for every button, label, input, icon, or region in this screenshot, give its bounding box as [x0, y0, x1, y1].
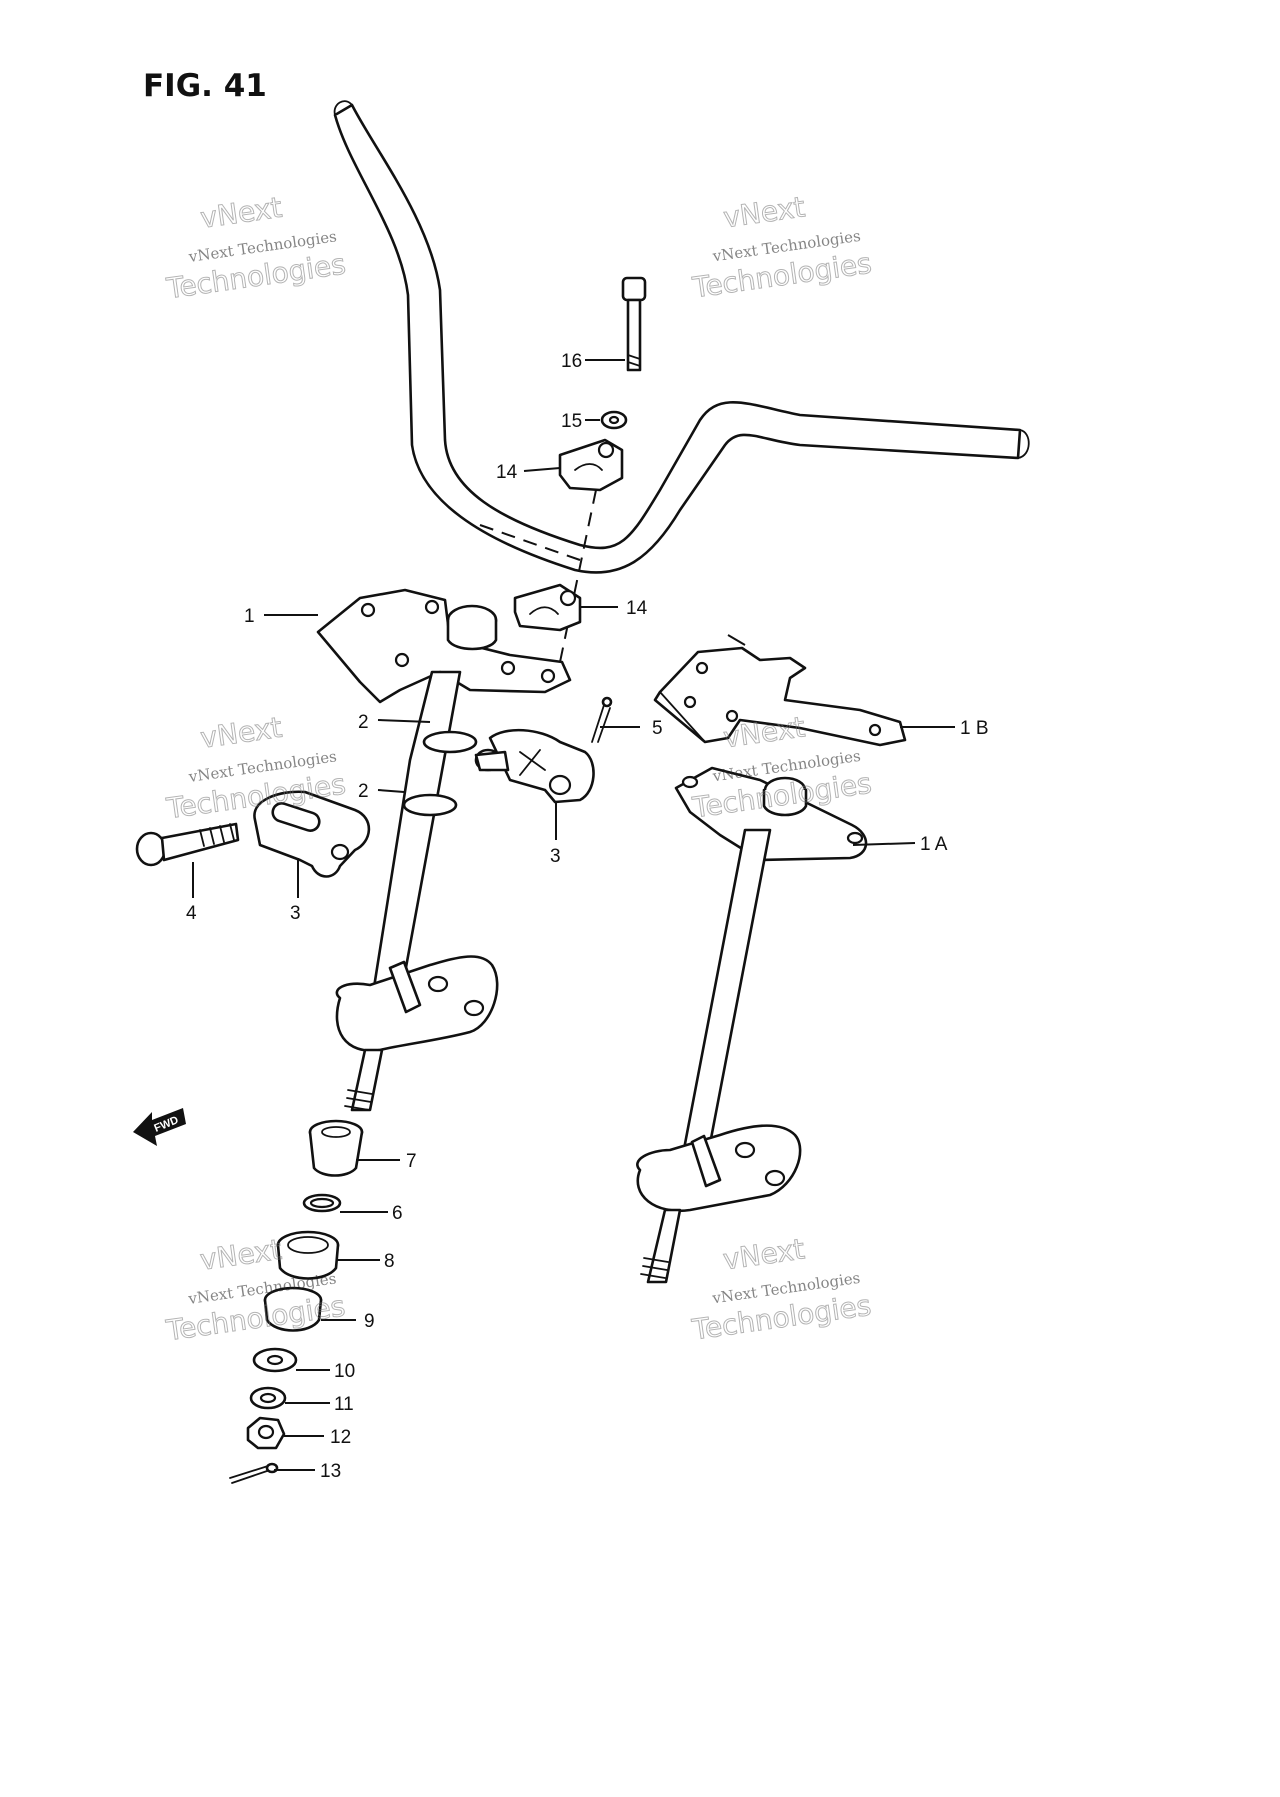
- callout-1: 1: [244, 606, 255, 627]
- upper-holder-14: [558, 438, 624, 492]
- lower-holder-14: [513, 583, 582, 632]
- leader-lines: [192, 359, 955, 1471]
- callout-1b: 1 B: [960, 718, 989, 739]
- callout-11: 11: [334, 1394, 354, 1415]
- svg-text:vNext: vNext: [198, 191, 284, 235]
- forward-direction-arrow: FWD: [133, 1108, 186, 1146]
- figure-title: FIG. 41: [143, 68, 267, 104]
- bolt-4: [135, 822, 240, 867]
- callout-10: 10: [334, 1361, 355, 1382]
- callout-3-left: 3: [290, 903, 301, 924]
- nut-12: [246, 1416, 286, 1450]
- clamp-3-left: [253, 790, 371, 878]
- callout-13: 13: [320, 1461, 341, 1482]
- callout-5: 5: [652, 718, 663, 739]
- svg-text:vNext: vNext: [198, 1233, 284, 1277]
- bushing-9: [263, 1286, 323, 1332]
- callout-2-upper: 2: [358, 712, 369, 733]
- washer-11: [249, 1386, 287, 1410]
- bracket-1b: [653, 634, 907, 747]
- svg-text:vNext: vNext: [721, 1232, 807, 1276]
- callout-6: 6: [392, 1203, 403, 1224]
- steering-shaft-1a: [636, 766, 868, 1284]
- seal-8: [276, 1230, 340, 1280]
- handlebar: [333, 100, 1030, 574]
- cotter-pin-5: [591, 696, 613, 743]
- callout-12: 12: [330, 1427, 351, 1448]
- callout-16: 16: [561, 351, 582, 372]
- callout-9: 9: [364, 1311, 375, 1332]
- watermark-top-left: vNext Technologies vNext Technologies: [163, 190, 348, 306]
- watermark-bottom-right: vNext Technologies vNext Technologies: [689, 1232, 874, 1347]
- callout-3-right: 3: [550, 846, 561, 867]
- callout-8: 8: [384, 1251, 395, 1272]
- callout-15: 15: [561, 411, 582, 432]
- watermark-top-right: vNext Technologies vNext Technologies: [689, 190, 874, 305]
- callout-1a: 1 A: [920, 834, 948, 855]
- svg-text:vNext: vNext: [198, 711, 284, 755]
- callout-14-lower: 14: [626, 598, 648, 619]
- clamp-3-right: [474, 728, 595, 804]
- callout-14-upper: 14: [496, 462, 518, 483]
- washer-10: [252, 1347, 298, 1373]
- fwd-label: FWD: [153, 1114, 181, 1135]
- callout-7: 7: [406, 1151, 417, 1172]
- cotter-pin-13: [229, 1462, 279, 1484]
- callout-2-lower: 2: [358, 781, 369, 802]
- bushing-7: [308, 1119, 364, 1177]
- callout-4: 4: [186, 903, 197, 924]
- steering-shaft-1: [316, 588, 572, 1112]
- bolt-16: [621, 276, 647, 372]
- svg-text:vNext: vNext: [721, 190, 807, 234]
